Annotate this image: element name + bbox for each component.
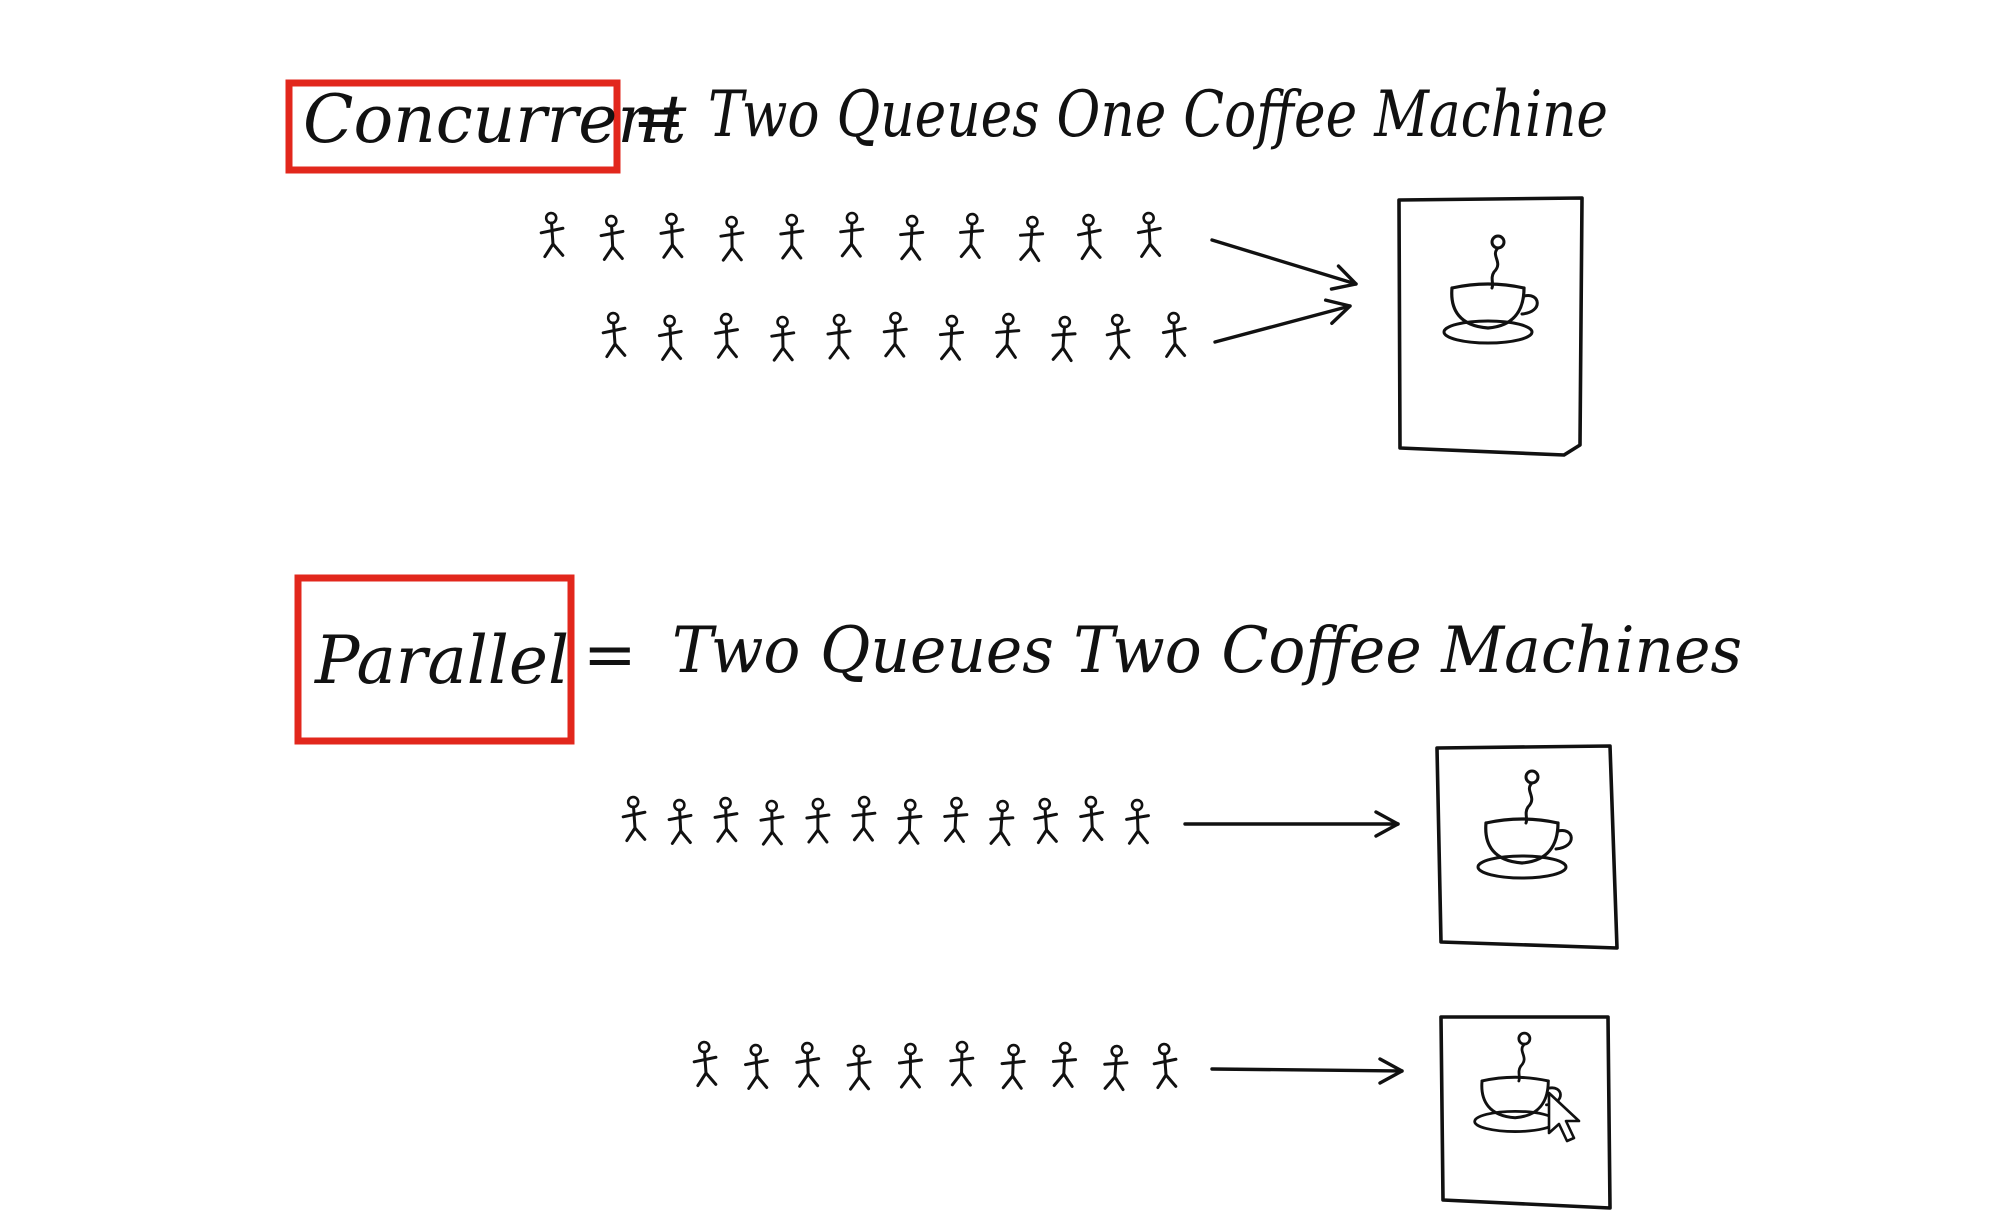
person-icon [743, 1042, 771, 1091]
person-icon [897, 1042, 923, 1089]
person-icon [999, 1043, 1027, 1090]
person-icon [598, 213, 626, 262]
person-icon [941, 795, 970, 844]
person-icon [1075, 212, 1104, 261]
person-icon [620, 794, 649, 843]
person-icon [898, 214, 925, 261]
person-icon [838, 211, 865, 258]
parallel-coffee-machine-2 [1439, 1015, 1612, 1210]
concurrent-equals: = [632, 80, 686, 154]
parallel-equals: = [583, 618, 637, 692]
parallel-arrow-2 [1210, 1057, 1404, 1085]
parallel-term: Parallel [314, 622, 569, 699]
person-icon [938, 314, 965, 361]
person-icon [1078, 794, 1106, 843]
person-icon [712, 796, 740, 843]
person-icon [882, 311, 909, 358]
person-icon [769, 315, 796, 362]
concurrent-arrow-2 [1213, 292, 1355, 344]
coffee-cup-icon [1442, 234, 1539, 345]
concurrent-highlight-box [285, 79, 621, 174]
parallel-coffee-machine-1 [1435, 744, 1619, 950]
concurrent-term: Concurrent [303, 81, 687, 158]
person-icon [1049, 314, 1078, 363]
coffee-cup-icon [1476, 769, 1573, 880]
person-icon [1124, 798, 1151, 845]
person-icon [656, 313, 685, 362]
concurrent-arrow-1 [1210, 238, 1362, 298]
person-icon [948, 1040, 975, 1087]
parallel-highlight-box [294, 574, 575, 745]
coffee-cup-icon [1473, 1031, 1562, 1134]
person-icon [1151, 1041, 1180, 1090]
parallel-description: Two Queues Two Coffee Machines [672, 614, 1742, 688]
person-icon [993, 311, 1022, 360]
person-icon [719, 215, 745, 262]
person-icon [1101, 1043, 1130, 1092]
parallel-queue-1 [620, 794, 1151, 847]
person-icon [759, 799, 785, 846]
person-icon [779, 213, 805, 260]
mouse-cursor-icon [1547, 1091, 1581, 1143]
person-icon [846, 1044, 873, 1091]
person-icon [1104, 312, 1133, 361]
person-icon [957, 211, 986, 260]
person-icon [1135, 210, 1164, 259]
person-icon [1031, 796, 1060, 845]
concurrent-description: Two Queues One Coffee Machine [708, 78, 1608, 152]
person-icon [794, 1041, 822, 1088]
concurrent-coffee-machine [1397, 196, 1584, 457]
concurrent-queue-2 [600, 310, 1189, 363]
person-icon [850, 795, 877, 842]
person-icon [538, 210, 567, 259]
person-icon [987, 798, 1016, 847]
person-icon [826, 313, 852, 360]
person-icon [658, 212, 686, 259]
parallel-arrow-1 [1183, 810, 1400, 838]
concurrent-queue-1 [538, 210, 1164, 263]
person-icon [600, 310, 629, 359]
parallel-queue-2 [691, 1039, 1180, 1092]
person-icon [691, 1039, 720, 1088]
person-icon [713, 312, 740, 359]
person-icon [1050, 1040, 1078, 1089]
concurrent-section: Concurrent = Two Queues One Coffee Machi… [285, 78, 1608, 457]
parallel-section: Parallel = Two Queues Two Coffee Machine… [294, 574, 1742, 1210]
person-icon [666, 797, 694, 846]
person-icon [1160, 310, 1189, 359]
person-icon [805, 797, 831, 844]
person-icon [1017, 214, 1046, 263]
person-icon [896, 798, 923, 845]
